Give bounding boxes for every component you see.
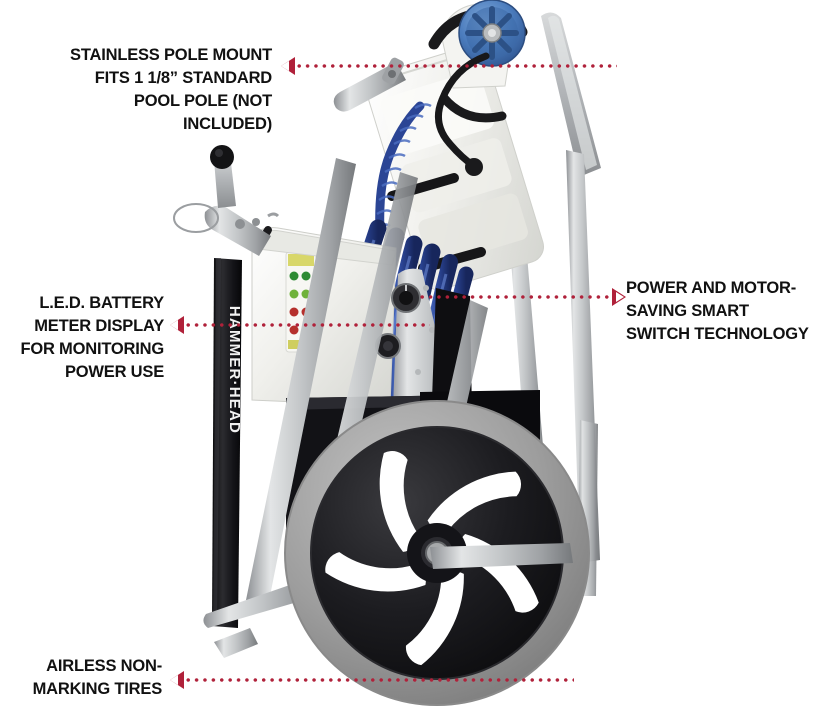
brand-bar: HAMMER·HEAD	[212, 258, 243, 628]
axle-bar	[430, 543, 573, 569]
callout-pole-mount-arrow-notch-icon	[281, 61, 289, 71]
callout-smart-switch-leader-line	[418, 295, 616, 299]
latch-lever	[173, 145, 280, 256]
callout-airless-tires-label: AIRLESS NON- MARKING TIRES	[32, 657, 163, 698]
callout-pole-mount-leader-line	[295, 64, 617, 68]
callout-airless-tires-arrow-notch-icon	[170, 675, 178, 685]
svg-text:HAMMER·HEAD: HAMMER·HEAD	[226, 306, 243, 434]
callout-smart-switch-arrow-notch-icon	[616, 292, 624, 302]
callout-led-meter-leader-line	[184, 323, 430, 327]
callout-led-meter-label: L.E.D. BATTERY METER DISPLAY FOR MONITOR…	[20, 294, 164, 381]
handle-tube	[541, 12, 601, 178]
callout-led-meter-arrow-notch-icon	[170, 320, 178, 330]
callout-smart-switch-label: POWER AND MOTOR- SAVING SMART SWITCH TEC…	[626, 279, 809, 343]
callout-pole-mount-label: STAINLESS POLE MOUNT FITS 1 1/8” STANDAR…	[70, 46, 272, 133]
callout-airless-tires-leader-line	[184, 678, 574, 682]
